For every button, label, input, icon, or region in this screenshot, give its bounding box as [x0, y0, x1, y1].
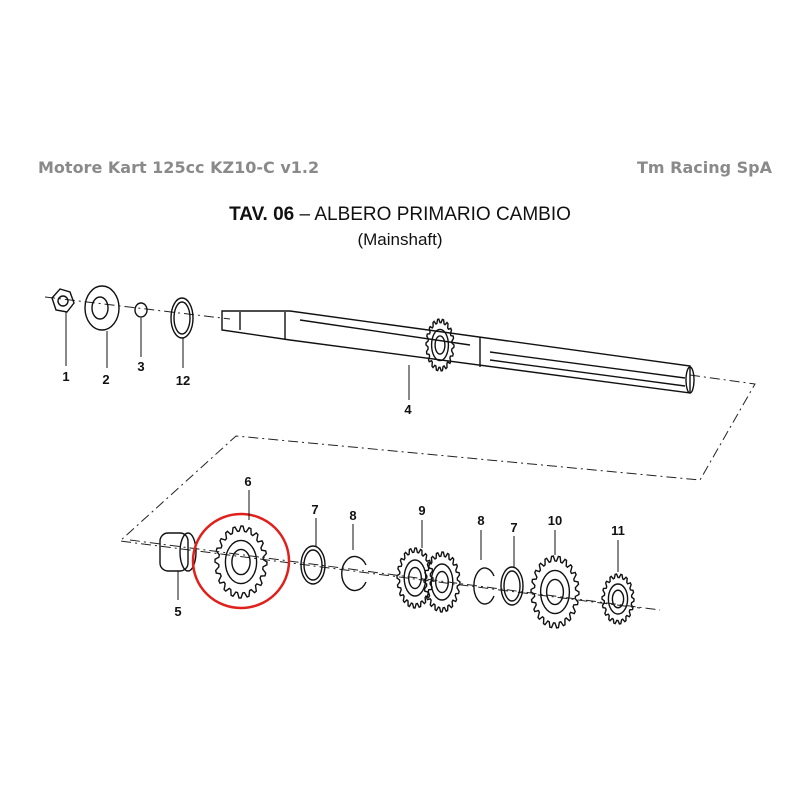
callout-7b[interactable]: 7: [510, 520, 517, 535]
part-10-gear[interactable]: [530, 555, 580, 629]
part-7-thrust-washer[interactable]: [300, 545, 326, 585]
callout-1[interactable]: 1: [62, 369, 69, 384]
table-name: ALBERO PRIMARIO CAMBIO: [314, 204, 571, 225]
document-header-left: Motore Kart 125cc KZ10-C v1.2: [38, 158, 320, 177]
part-12-ring[interactable]: [170, 297, 194, 339]
assembly-boundary-line: [118, 374, 756, 609]
callout-8[interactable]: 8: [349, 508, 356, 523]
callout-12[interactable]: 12: [176, 373, 190, 388]
callout-8b[interactable]: 8: [477, 513, 484, 528]
callout-6[interactable]: 6: [244, 474, 251, 489]
part-11-gear[interactable]: [601, 573, 635, 625]
upper-axis-line: [44, 296, 231, 320]
callout-9[interactable]: 9: [418, 503, 425, 518]
callout-5[interactable]: 5: [174, 604, 181, 619]
part-4-mainshaft[interactable]: [221, 310, 695, 394]
part-5-needle-bearing[interactable]: [159, 532, 197, 572]
part-4-shaft-gear[interactable]: [425, 318, 455, 372]
part-8-circlip-2[interactable]: [473, 567, 495, 605]
part-7-thrust-washer-2[interactable]: [500, 566, 524, 606]
callout-10[interactable]: 10: [548, 513, 562, 528]
part-1-nut[interactable]: [51, 288, 75, 313]
table-code: TAV. 06: [229, 204, 295, 225]
lower-axis-line: [129, 539, 661, 611]
callout-2[interactable]: 2: [102, 372, 109, 387]
page-subtitle: (Mainshaft): [357, 230, 443, 249]
highlight-circle-part-6: [191, 512, 291, 610]
part-8-circlip[interactable]: [341, 555, 367, 592]
document-header-right: Tm Racing SpA: [636, 158, 772, 177]
callout-4[interactable]: 4: [404, 402, 412, 417]
page-title: TAV. 06 – ALBERO PRIMARIO CAMBIO: [0, 204, 800, 226]
callout-11[interactable]: 11: [611, 523, 625, 538]
title-separator: –: [299, 204, 311, 225]
leader-lines: [65, 312, 619, 600]
part-3-bushing[interactable]: [134, 302, 148, 318]
part-2-washer[interactable]: [84, 285, 120, 331]
callout-3[interactable]: 3: [137, 359, 144, 374]
callout-7[interactable]: 7: [311, 502, 318, 517]
part-6-gear[interactable]: [214, 525, 268, 599]
